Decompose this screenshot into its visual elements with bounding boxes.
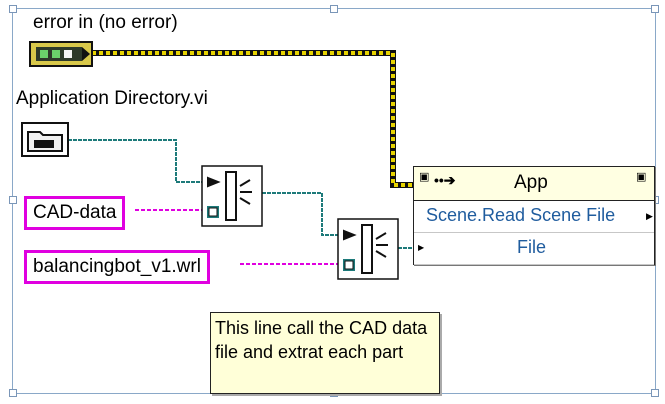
build-path-icon[interactable] — [201, 165, 263, 227]
invoke-node-header: ▣ ••➔ App ▣ — [414, 167, 654, 201]
reference-out-icon: ▣ — [636, 170, 647, 183]
invoke-param-label: File — [517, 237, 547, 257]
error-wire[interactable] — [92, 50, 421, 188]
selection-handle[interactable] — [651, 5, 659, 13]
error-in-label: error in (no error) — [33, 12, 178, 33]
comment-box[interactable]: This line call the CAD data file and ext… — [210, 312, 440, 394]
chevron-right-icon: ▶ — [646, 211, 653, 221]
reference-terminal-icon: ▣ — [419, 170, 430, 183]
path-wire[interactable] — [68, 139, 415, 249]
selection-handle[interactable] — [9, 5, 17, 13]
string-constant-cad-data[interactable]: CAD-data — [24, 196, 126, 230]
comment-text: This line call the CAD data file and ext… — [215, 318, 428, 362]
invoke-class-label: App — [514, 172, 548, 193]
build-path-icon[interactable] — [337, 218, 399, 280]
string-wire[interactable] — [135, 209, 340, 265]
invoke-method-label: Scene.Read Scene File — [426, 205, 616, 225]
selection-handle[interactable] — [651, 389, 659, 397]
folder-path-icon[interactable] — [21, 122, 69, 157]
param-input-icon: ▶ — [418, 243, 425, 252]
invoke-node[interactable]: ▣ ••➔ App ▣ Scene.Read Scene File ▶ ▶ Fi… — [413, 166, 655, 265]
invoke-method-row[interactable]: Scene.Read Scene File ▶ — [414, 201, 654, 233]
selection-handle[interactable] — [330, 5, 338, 13]
arrow-icon: ••➔ — [434, 172, 456, 188]
selection-handle[interactable] — [9, 196, 17, 204]
string-constant-wrl-file[interactable]: balancingbot_v1.wrl — [24, 250, 210, 284]
error-cluster-icon[interactable] — [29, 41, 93, 67]
invoke-param-row[interactable]: ▶ File — [414, 233, 654, 265]
selection-handle[interactable] — [9, 389, 17, 397]
app-dir-label: Application Directory.vi — [16, 88, 208, 109]
